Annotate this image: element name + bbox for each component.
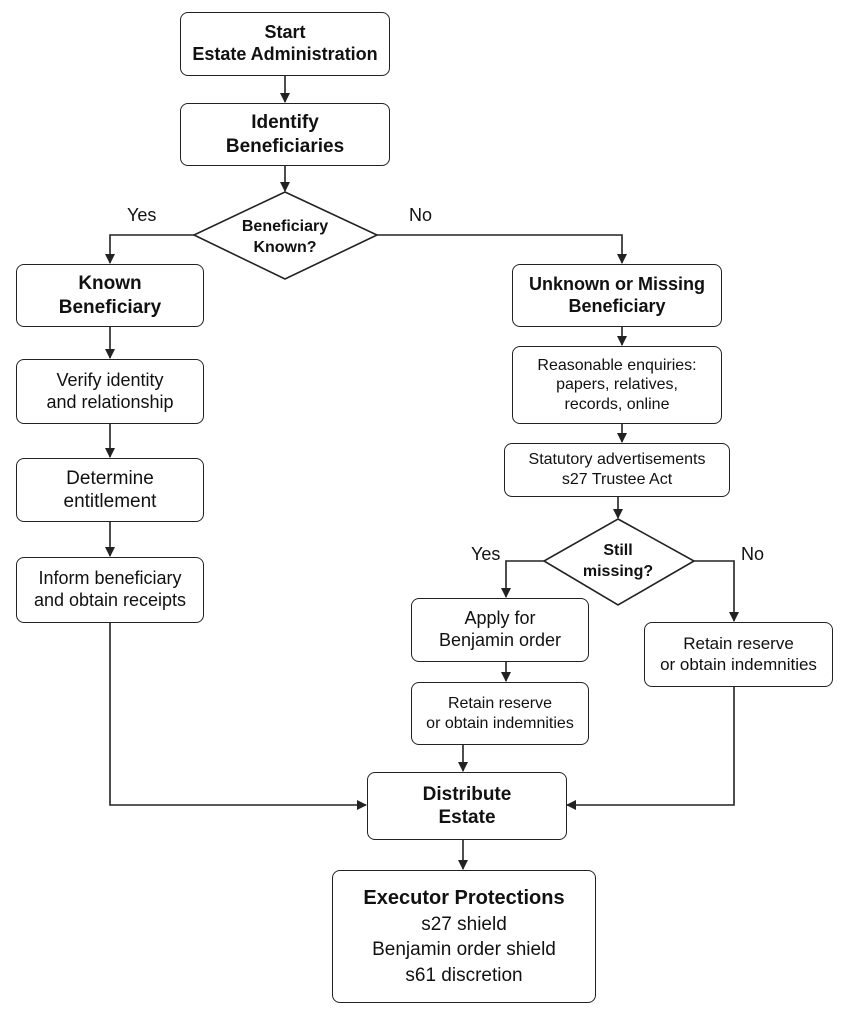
reasonable-enquiries-node: Reasonable enquiries: papers, relatives,… (512, 346, 722, 424)
start-subtitle: Estate Administration (192, 44, 378, 64)
unknown-beneficiary-node: Unknown or Missing Beneficiary (512, 264, 722, 327)
decision-diamond-missing (542, 518, 696, 606)
decision-missing-no-label: No (741, 544, 765, 564)
identify-beneficiaries-node: Identify Beneficiaries (180, 103, 390, 166)
connector-no-unknown (377, 234, 627, 264)
connector-retain-right-distribute (566, 687, 735, 810)
distribute-estate-node: Distribute Estate (367, 772, 567, 840)
decision-known-label: Beneficiary Known? (241, 218, 329, 256)
benjamin-order-node: Apply for Benjamin order (411, 598, 589, 662)
inform-beneficiary-node: Inform beneficiary and obtain receipts (16, 557, 204, 623)
decision-diamond-known (192, 191, 379, 280)
decision-missing-label: Still missing? (582, 542, 654, 580)
determine-entitlement-node: Determine entitlement (16, 458, 204, 522)
decision-missing-yes-label: Yes (471, 544, 501, 564)
statutory-advertisements-node: Statutory advertisements s27 Trustee Act (504, 443, 730, 497)
verify-identity-node: Verify identity and relationship (16, 359, 204, 424)
connector-yes-known (105, 234, 194, 264)
retain-reserve-left-node: Retain reserve or obtain indemnities (411, 682, 589, 745)
start-title: Start (264, 22, 306, 43)
decision-known-no-label: No (409, 205, 433, 225)
decision-known-yes-label: Yes (127, 205, 157, 225)
protections-title: Executor Protections (363, 886, 565, 909)
start-node: Start Estate Administration (180, 12, 390, 76)
retain-reserve-right-node: Retain reserve or obtain indemnities (644, 622, 833, 687)
executor-protections-node: Executor Protections s27 shield Benjamin… (332, 870, 596, 1003)
connector-yes-benjamin (501, 560, 544, 598)
connector-no-retain-right (694, 560, 739, 622)
known-beneficiary-node: Known Beneficiary (16, 264, 204, 327)
connector-inform-distribute (109, 623, 367, 810)
